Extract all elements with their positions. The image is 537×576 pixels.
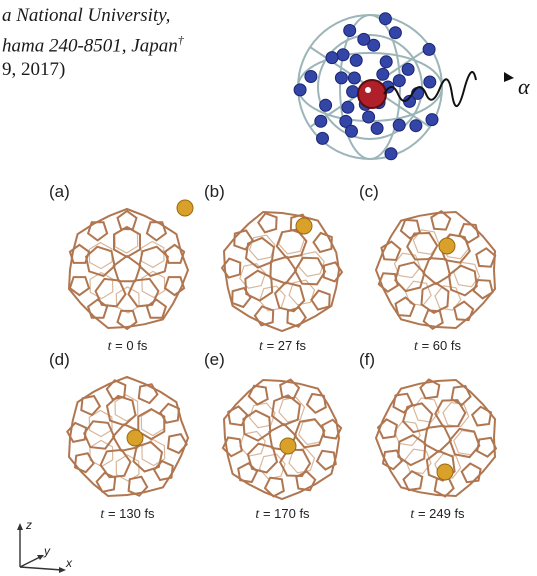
affiliation-line-3: 9, 2017): [2, 59, 66, 81]
time-label: t = 27 fs: [259, 338, 306, 354]
guest-atom: [176, 199, 194, 217]
snapshot-panel: (c) t = 60 fs: [355, 182, 520, 357]
carbon-atom: [314, 114, 328, 128]
carbon-atom: [347, 71, 361, 85]
fullerene-cage: [66, 375, 190, 498]
fullerene-cage: [221, 378, 343, 501]
snapshot-panel: (a) t = 0 fs: [45, 182, 210, 357]
guest-atom: [279, 437, 297, 455]
guest-atom: [126, 429, 144, 447]
axis-x-label: x: [65, 556, 73, 570]
carbon-atom: [349, 53, 363, 67]
carbon-atom: [316, 131, 329, 145]
carbon-atom: [362, 110, 376, 124]
panel-label: (d): [49, 350, 70, 369]
time-label: t = 170 fs: [255, 506, 310, 522]
carbon-atom: [401, 62, 415, 76]
endohedral-fullerene-icon: α: [293, 12, 530, 161]
carbon-atom: [384, 147, 398, 161]
carbon-atom: [325, 51, 339, 65]
time-label: t = 60 fs: [414, 338, 461, 354]
carbon-atom: [392, 118, 406, 132]
panel-label: (a): [49, 182, 70, 201]
guest-atom: [438, 237, 456, 255]
carbon-atom: [376, 67, 390, 81]
carbon-atom: [346, 85, 360, 99]
panel-label: (e): [204, 350, 225, 369]
affiliation-line-2: hama 240-8501, Japan†: [2, 33, 184, 57]
alpha-label: α: [518, 74, 530, 99]
carbon-atom: [339, 114, 353, 128]
fullerene-cage: [220, 210, 344, 333]
panel-label: (f): [359, 350, 376, 369]
carbon-atom: [388, 26, 402, 40]
carbon-atom: [409, 119, 423, 133]
carbon-atom: [336, 48, 350, 62]
fullerene-cage: [67, 199, 194, 331]
carbon-atom: [357, 32, 371, 46]
panel-label: (c): [359, 182, 379, 201]
snapshot-panel: (d) t = 130 fs: [45, 350, 210, 525]
carbon-atom: [345, 124, 358, 138]
axis-y-label: y: [43, 544, 51, 558]
panel-label: (b): [204, 182, 225, 201]
time-label: t = 130 fs: [100, 506, 155, 522]
core-atom: [357, 79, 387, 109]
fullerene-cage: [374, 378, 498, 498]
carbon-atom: [370, 121, 384, 135]
carbon-atom: [423, 75, 437, 89]
affiliation-text: a National University, hama 240-8501, Ja…: [2, 4, 302, 82]
carbon-atom: [341, 100, 355, 114]
carbon-atom: [392, 74, 406, 88]
guest-atom: [295, 217, 313, 235]
carbon-atom: [422, 42, 436, 56]
carbon-atom: [319, 98, 333, 112]
carbon-atom: [304, 70, 318, 83]
carbon-atom: [343, 24, 357, 37]
guest-atom: [436, 463, 454, 481]
snapshot-panel: (f) t = 249 fs: [355, 350, 520, 525]
fullerene-cage: [374, 209, 497, 331]
carbon-atom: [334, 71, 348, 85]
snapshot-panel: (e) t = 170 fs: [200, 350, 365, 525]
carbon-atom: [379, 55, 393, 69]
affiliation-line-1: a National University,: [2, 5, 171, 26]
snapshot-panel: (b) t = 27 fs: [200, 182, 365, 357]
carbon-atom: [367, 38, 381, 52]
axes-indicator: z y x: [17, 518, 73, 573]
carbon-atom: [425, 113, 439, 127]
carbon-atom: [378, 12, 392, 26]
carbon-atom: [293, 83, 307, 97]
time-label: t = 249 fs: [410, 506, 465, 522]
time-label: t = 0 fs: [107, 338, 148, 354]
axis-z-label: z: [25, 518, 32, 532]
